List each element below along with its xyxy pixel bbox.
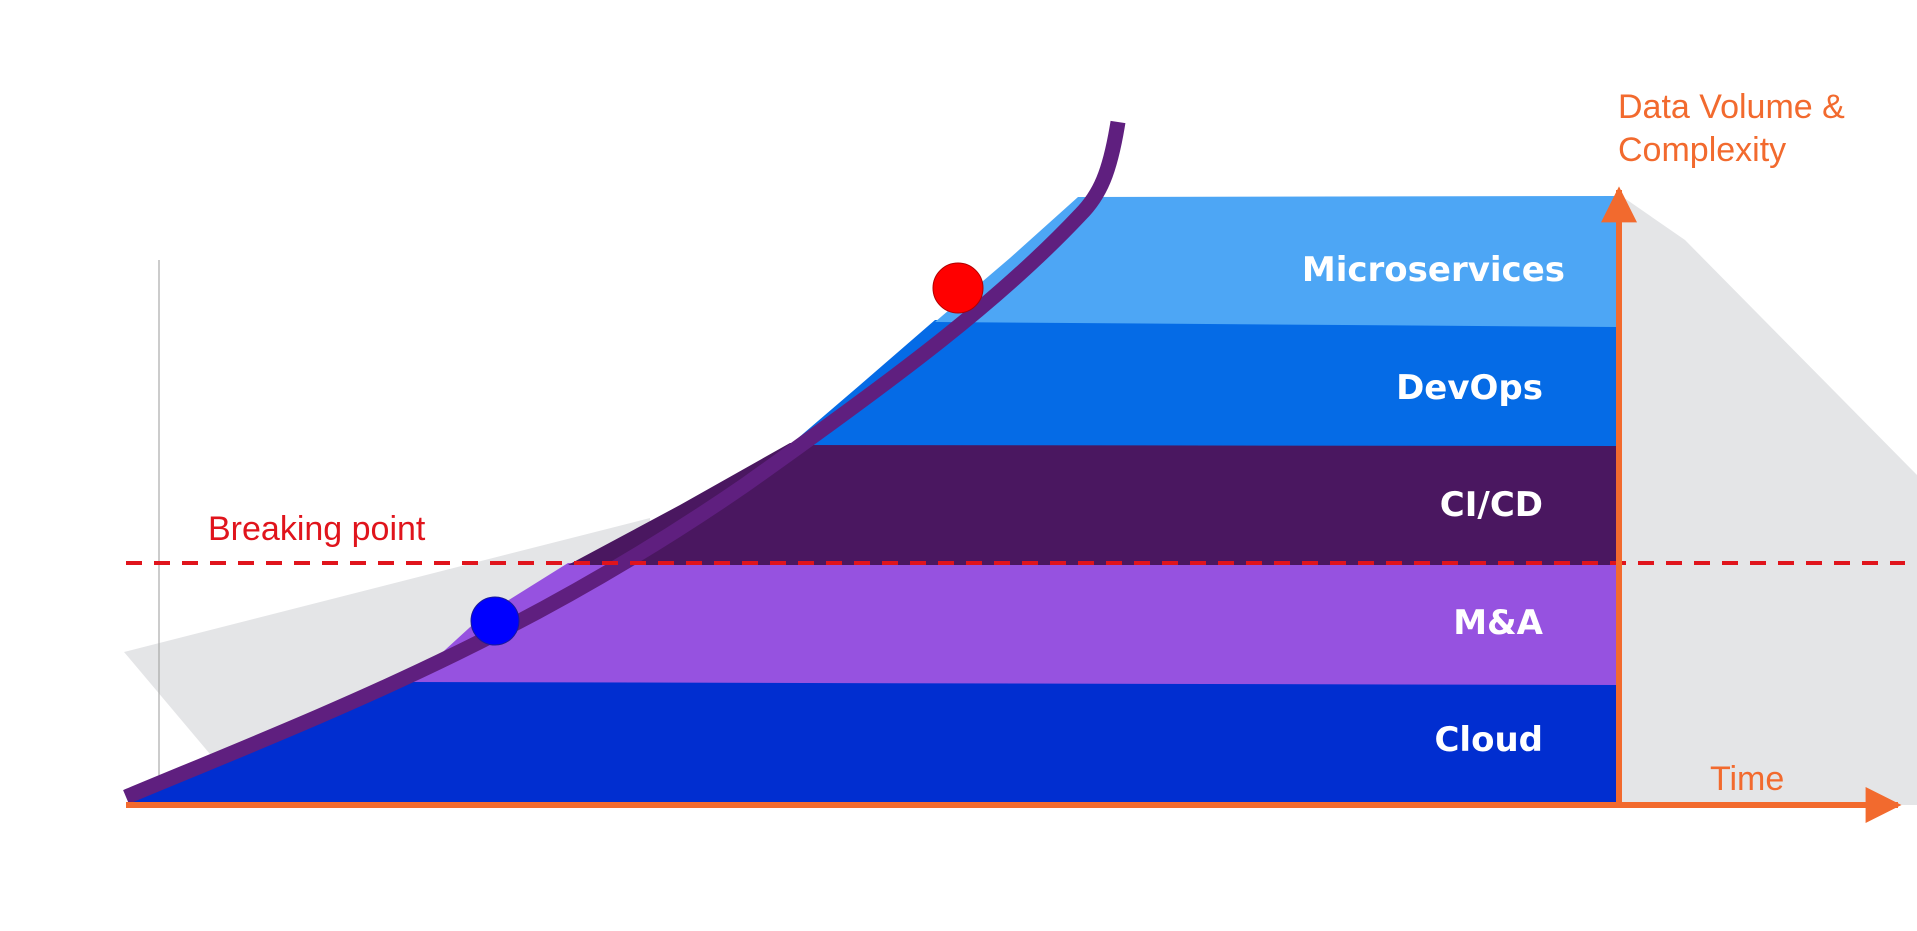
y-axis-label-line1: Data Volume & xyxy=(1618,88,1845,126)
layer-band-microservices xyxy=(935,196,1617,327)
layer-label-ma: M&A xyxy=(1453,603,1543,643)
breaking-point-label: Breaking point xyxy=(208,510,426,548)
layer-band-cicd xyxy=(568,443,1617,565)
layer-band-ma xyxy=(410,563,1617,685)
x-axis-label: Time xyxy=(1710,760,1784,798)
y-axis-label-line2: Complexity xyxy=(1618,131,1786,169)
red-marker-dot xyxy=(932,262,984,314)
background-shadow-right xyxy=(1620,195,1917,805)
background-shadow-left xyxy=(124,518,650,760)
layer-band-cloud xyxy=(130,680,1617,802)
layer-band-devops xyxy=(790,320,1617,446)
blue-marker-dot xyxy=(470,596,520,646)
layer-label-microservices: Microservices xyxy=(1302,250,1565,290)
complexity-curve xyxy=(123,120,1126,804)
layer-label-cicd: CI/CD xyxy=(1440,485,1543,525)
layer-label-devops: DevOps xyxy=(1396,368,1543,408)
layer-label-cloud: Cloud xyxy=(1434,720,1543,760)
